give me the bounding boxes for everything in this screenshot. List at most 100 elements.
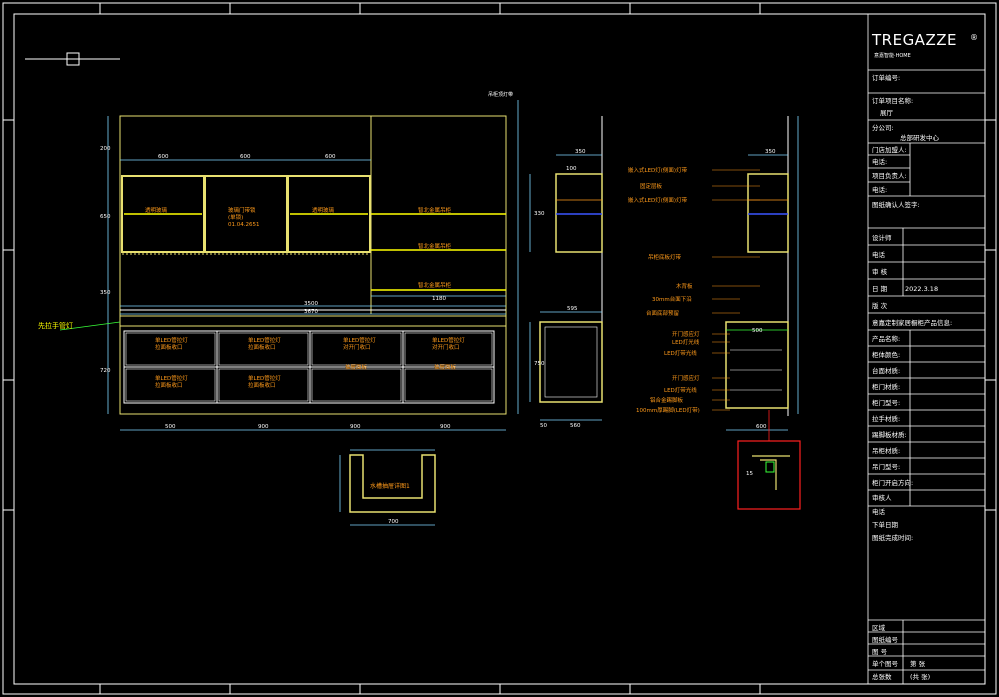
lower-cell-8: 抽屉面板 (434, 363, 457, 371)
brand-subtitle: 意嘉智能·HOME (874, 52, 911, 59)
side-label-8: 开门感应灯 (672, 330, 700, 338)
tb-order-no: 订单编号: (872, 73, 900, 82)
top-dim-2: 600 (240, 154, 251, 160)
tb-confirm: 图纸确认人签字: (872, 200, 920, 209)
shelf-label-1: 智北金属吊柜 (418, 206, 452, 214)
side-dims: 350 350 100 330 750 595 50 560 500 600 1… (534, 149, 776, 477)
tb-wall-door: 吊门型号: (872, 462, 900, 471)
tb-date: 日 期 (872, 285, 888, 293)
section-symbol (25, 52, 120, 66)
section-dim-2: 600 (756, 424, 767, 430)
tb-project: 订单项目名称: (872, 96, 913, 105)
side-section-left (529, 116, 603, 421)
plan-label: 水槽抽屉详图1 (370, 482, 410, 490)
side-label-13: 铝合金踢脚板 (650, 396, 684, 404)
side-dim-4: 595 (567, 306, 578, 312)
tb-reviewer: 审核人 (872, 493, 892, 502)
tb-region: 区域 (872, 623, 886, 632)
side-label-11: 开门感应灯 (672, 374, 700, 382)
tb-figure-no: 图 号 (872, 648, 888, 656)
side-label-12: LED灯带光线 (664, 386, 697, 394)
tb-phone-2: 电话: (872, 185, 887, 194)
shelf-label-2: 智北金属吊柜 (418, 242, 452, 250)
tb-version: 版 次 (872, 301, 888, 310)
corner-label: 吊柜顶灯带 (488, 91, 513, 98)
tb-single-no: 单个图号 (872, 659, 899, 668)
side-section-right (712, 116, 801, 510)
left-dim-2: 650 (100, 214, 111, 220)
tb-project-value: 展厅 (880, 109, 894, 117)
side-label-14: 100mm厚踢脚(LED灯带) (636, 406, 700, 414)
front-labels: 600 600 600 透明玻璃 玻璃门带锁(单锁)01.04.2651 透明玻… (38, 91, 513, 430)
side-labels: 嵌入式LED灯(侧面)灯带 固定层板 嵌入式LED灯(侧面)灯带 吊柜底板灯带 … (628, 166, 700, 414)
lower-cell-5: 单LED管拉灯拉面板收口 (155, 374, 188, 389)
overall-dim-1: 3500 (304, 301, 318, 307)
tb-total-value: (共 张) (910, 672, 930, 681)
tb-branch: 分公司: (872, 123, 894, 132)
tb-order-date: 下单日期 (872, 520, 899, 529)
section-dim-1: 500 (752, 328, 763, 334)
tb-single-no-value: 第 张 (910, 659, 926, 668)
tb-handle: 拉手材质: (872, 414, 900, 423)
overall-dim-2: 3670 (304, 309, 318, 315)
bottom-dim-2: 900 (258, 424, 269, 430)
left-dim-4: 720 (100, 368, 111, 374)
title-block (867, 14, 985, 684)
tb-complete-time: 图纸完成时间: (872, 533, 913, 542)
bottom-dim-3: 900 (350, 424, 361, 430)
tb-cabinet-color: 柜体颜色: (872, 350, 900, 359)
tb-product-name: 产品名称: (872, 334, 900, 343)
side-label-3: 嵌入式LED灯(侧面)灯带 (628, 196, 688, 204)
left-dim-3: 350 (100, 290, 111, 296)
side-dim-3: 750 (534, 361, 545, 367)
side-label: 先拉手管灯 (38, 321, 73, 330)
title-block-labels: 订单编号: 订单项目名称: 展厅 分公司: 总部研发中心 门店加盟人: 电话: … (872, 73, 952, 681)
shelf-label-3: 智北金属吊柜 (418, 281, 452, 289)
tb-door-material: 柜门材质: (872, 382, 900, 391)
upper-label-3: 透明玻璃 (312, 206, 335, 214)
upper-label-1: 透明玻璃 (145, 206, 168, 214)
tb-manager: 项目负责人: (872, 171, 907, 180)
tb-countertop: 台面材质: (872, 366, 900, 375)
plan-dim: 700 (388, 519, 399, 525)
lower-cell-3: 单LED管拉灯对开门收口 (343, 336, 376, 351)
side-label-6: 30mm台面下沿 (652, 295, 692, 303)
brand-logo: TREGAZZE (871, 31, 957, 49)
side-top-dim-2: 350 (765, 149, 776, 155)
tb-drawing-no: 图纸编号 (872, 635, 899, 644)
tb-date-value: 2022.3.18 (905, 285, 938, 293)
side-dim-2: 330 (534, 211, 545, 217)
left-dim-1: 200 (100, 146, 111, 152)
tb-phone-1: 电话: (872, 157, 887, 166)
side-dim-5: 50 (540, 423, 547, 429)
border-ticks (3, 3, 996, 694)
bottom-dim-4: 900 (440, 424, 451, 430)
top-dim-1: 600 (158, 154, 169, 160)
tb-total: 总张数 (872, 672, 892, 681)
top-dim-3: 600 (325, 154, 336, 160)
side-dim-6: 560 (570, 423, 581, 429)
bottom-dim-1: 500 (165, 424, 176, 430)
side-top-dim-1: 350 (575, 149, 586, 155)
side-label-2: 固定层板 (640, 182, 663, 190)
section-dim-3: 15 (746, 471, 753, 477)
side-label-10: LED灯带光线 (664, 349, 697, 357)
front-elevation (59, 100, 519, 431)
tb-review: 审 核 (872, 267, 888, 276)
brand-registered-icon: ® (970, 33, 978, 42)
tb-door-direction: 柜门开启方向: (872, 478, 913, 487)
tb-product-info: 意嘉定制家居橱柜产品信息: (872, 318, 952, 327)
tb-wall-cabinet: 吊柜材质: (872, 446, 900, 455)
side-label-4: 吊柜底板灯带 (648, 253, 682, 261)
lower-cell-7: 抽屉面板 (345, 363, 368, 371)
lower-cell-2: 单LED管拉灯拉面板收口 (248, 336, 281, 351)
lower-cell-6: 单LED管拉灯拉面板收口 (248, 374, 281, 389)
side-label-1: 嵌入式LED灯(侧面)灯带 (628, 166, 688, 174)
tb-phone-3: 电话 (872, 250, 886, 259)
side-label-7: 台面底部预留 (646, 309, 680, 317)
side-label-9: LED灯光线 (672, 338, 700, 346)
plan-detail (339, 449, 436, 526)
tb-kickboard: 踢脚板材质: (872, 430, 907, 439)
